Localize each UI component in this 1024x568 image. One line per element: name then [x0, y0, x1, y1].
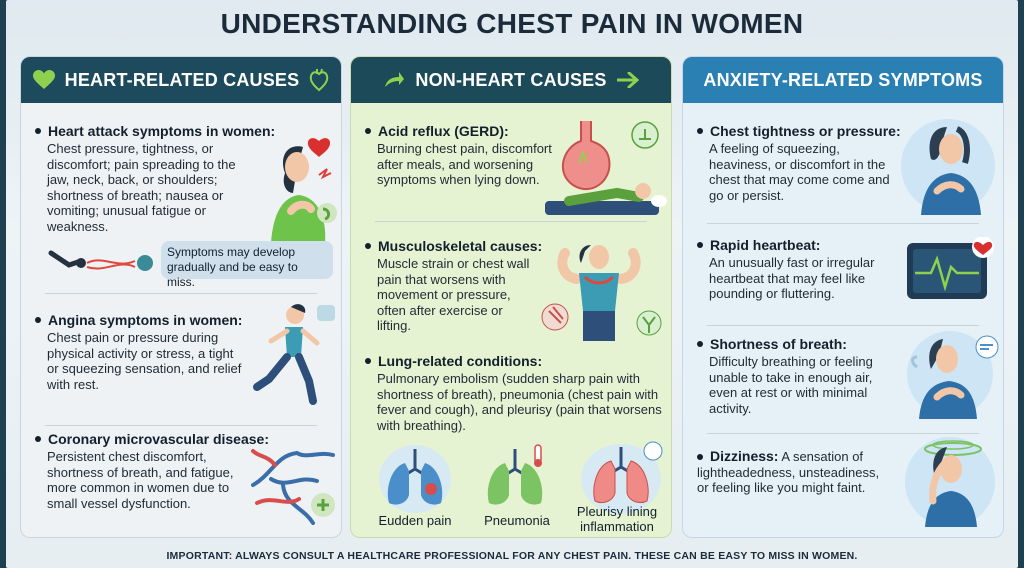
anxiety-column: ANXIETY-RELATED SYMPTOMS Chest tightness…	[682, 56, 1004, 538]
flexing-woman-illustration	[541, 245, 662, 341]
lung-label-embolism: Eudden pain	[378, 513, 452, 528]
arrow-right-icon	[385, 72, 405, 87]
musculoskeletal-text: Muscle strain or chest wall pain that wo…	[377, 256, 530, 333]
microvascular-title: Coronary microvascular disease:	[48, 431, 269, 447]
divider	[375, 221, 647, 222]
rapid-heartbeat-title: Rapid heartbeat:	[710, 237, 821, 253]
anxiety-title: ANXIETY-RELATED SYMPTOMS	[703, 69, 983, 90]
heart-anatomy-icon	[310, 68, 329, 92]
woman-chest-pain-illustration	[271, 138, 337, 243]
angina-item: Angina symptoms in women:	[35, 312, 275, 329]
dizziness-text: A sensation of lightheadedness, unsteadi…	[697, 449, 880, 495]
heart-related-header: HEART-RELATED CAUSES	[21, 57, 341, 103]
chest-tightness-text: A feeling of squeezing, heaviness, or di…	[709, 141, 890, 203]
gerd-item: Acid reflux (GERD):	[365, 123, 565, 140]
heart-attack-title: Heart attack symptoms in women:	[48, 123, 276, 139]
angina-title: Angina symptoms in women:	[48, 312, 243, 328]
angina-text: Chest pain or pressure during physical a…	[47, 330, 242, 392]
lung-conditions-item: Lung-related conditions:	[365, 353, 665, 370]
divider	[707, 325, 979, 326]
anxiety-header: ANXIETY-RELATED SYMPTOMS	[683, 57, 1003, 103]
microvascular-text: Persistent chest discomfort, shortness o…	[47, 449, 234, 511]
dizziness-item: Dizziness: A sensation of lightheadednes…	[697, 448, 893, 496]
symptoms-note: Symptoms may develop gradually and be ea…	[161, 241, 333, 289]
microvascular-item: Coronary microvascular disease:	[35, 431, 305, 448]
heart-icon	[32, 70, 55, 89]
blood-vessels-illustration	[251, 449, 335, 525]
rapid-heartbeat-text: An unusually fast or irregular heartbeat…	[709, 255, 875, 301]
musculoskeletal-title: Musculoskeletal causes:	[378, 238, 543, 254]
divider	[45, 293, 317, 294]
running-woman-illustration	[253, 304, 335, 405]
non-heart-header: NON-HEART CAUSES	[351, 57, 671, 103]
heart-related-title: HEART-RELATED CAUSES	[64, 69, 300, 90]
lung-conditions-text: Pulmonary embolism (sudden sharp pain wi…	[377, 371, 662, 433]
page-title: UNDERSTANDING CHEST PAIN IN WOMEN	[220, 8, 804, 39]
divider	[707, 223, 979, 224]
heart-related-column: HEART-RELATED CAUSES Heart attack sympto…	[20, 56, 342, 538]
disclaimer-footer: IMPORTANT: ALWAYS CONSULT A HEALTHCARE P…	[166, 550, 858, 562]
divider	[707, 433, 979, 434]
musculoskeletal-item: Musculoskeletal causes:	[365, 238, 565, 255]
infographic: UNDERSTANDING CHEST PAIN IN WOMEN HEART-…	[6, 0, 1018, 568]
dizzy-woman-illustration	[924, 440, 982, 527]
divider	[45, 425, 317, 426]
rapid-heartbeat-item: Rapid heartbeat:	[697, 237, 897, 254]
arrow-right-icon	[616, 72, 639, 88]
gerd-title: Acid reflux (GERD):	[378, 123, 509, 139]
lung-label-pneumonia: Pneumonia	[484, 513, 550, 528]
lungs-icon	[487, 444, 543, 505]
non-heart-column: NON-HEART CAUSES Acid reflux (GERD): Bur…	[350, 56, 672, 538]
heartbeat-monitor-icon	[907, 237, 994, 299]
shortness-breath-item: Shortness of breath:	[697, 336, 897, 353]
lung-label-pleurisy: Pleurisy lining inflammation	[576, 504, 658, 534]
anxious-woman-illustration	[921, 126, 981, 215]
lungs-icon	[379, 445, 451, 513]
stomach-reflux-illustration	[545, 121, 667, 215]
heart-attack-text: Chest pressure, tightness, or discomfort…	[47, 141, 236, 234]
lung-conditions-title: Lung-related conditions:	[378, 353, 543, 369]
non-heart-title: NON-HEART CAUSES	[415, 69, 607, 90]
radiating-pain-illustration	[48, 250, 153, 271]
shortness-breath-text: Difficulty breathing or feeling unable t…	[709, 354, 873, 416]
breathless-woman-illustration	[911, 335, 999, 419]
shortness-breath-title: Shortness of breath:	[710, 336, 847, 352]
chest-tightness-title: Chest tightness or pressure:	[710, 123, 901, 139]
lungs-icon	[581, 441, 663, 514]
chest-tightness-item: Chest tightness or pressure:	[697, 123, 927, 140]
heart-attack-item: Heart attack symptoms in women:	[35, 123, 315, 140]
dizziness-title: Dizziness:	[710, 448, 779, 464]
gerd-text: Burning chest pain, discomfort after mea…	[377, 141, 552, 187]
